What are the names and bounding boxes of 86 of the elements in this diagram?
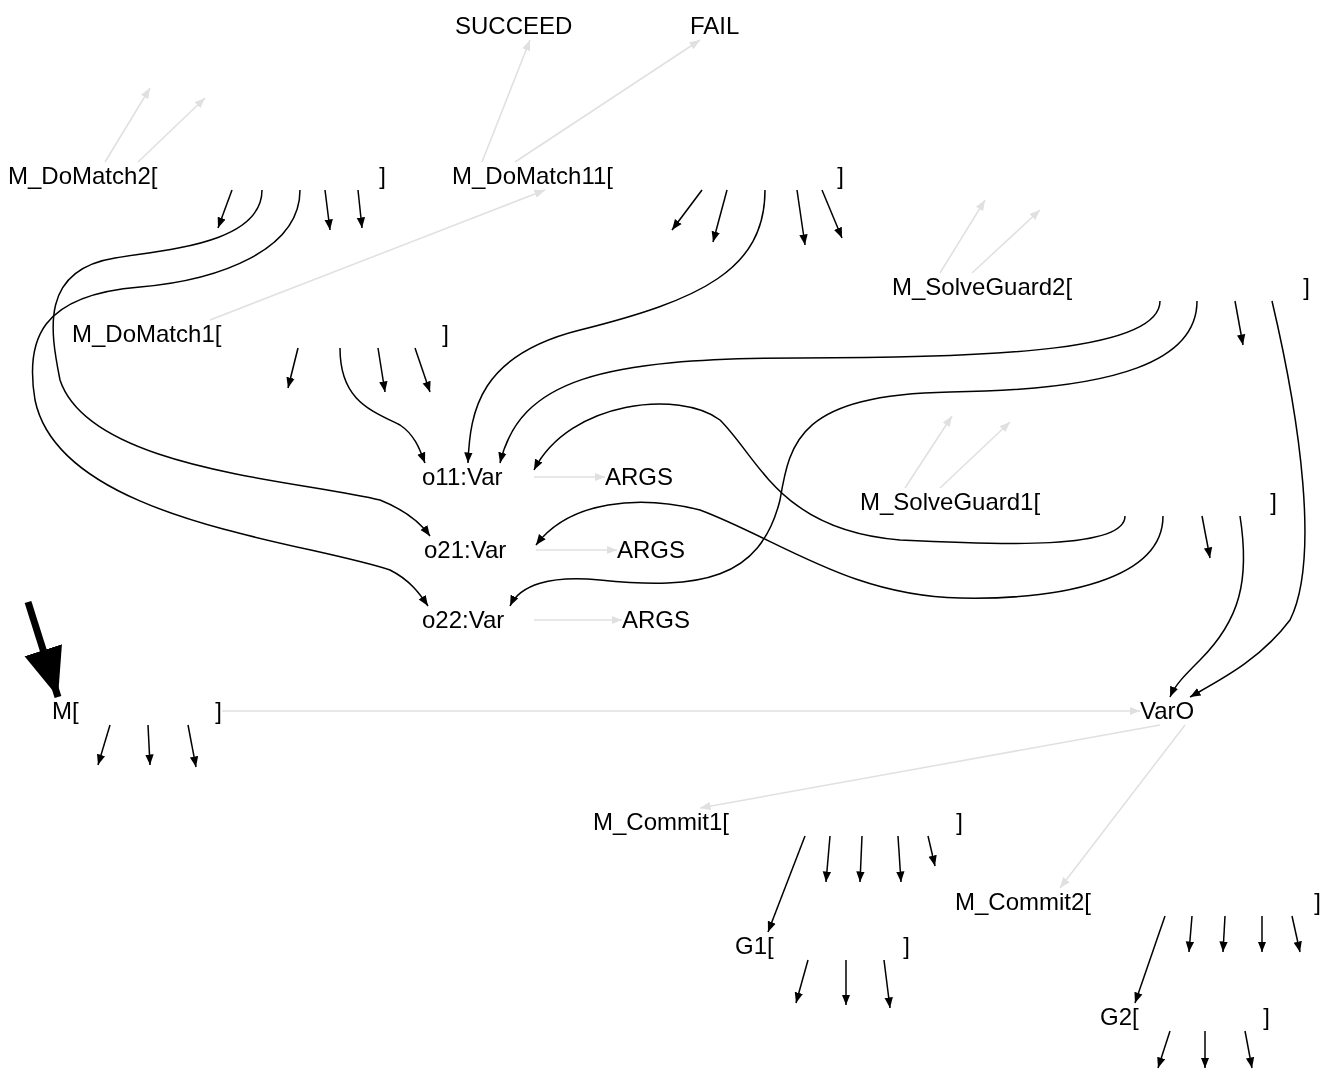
arrow	[187, 724, 199, 768]
closing-bracket: ]	[903, 932, 910, 960]
closing-bracket: ]	[956, 808, 963, 836]
closing-bracket: ]	[1270, 488, 1277, 516]
closing-bracket: ]	[1263, 1003, 1270, 1031]
arrow	[794, 959, 809, 1004]
arrow	[896, 835, 905, 883]
record-name: M_SolveGuard1[	[860, 488, 1041, 516]
arrow	[1185, 915, 1195, 953]
arrow	[137, 97, 206, 163]
arrow	[286, 347, 299, 389]
arrow	[533, 403, 1126, 545]
arrow	[1291, 915, 1302, 953]
arrow	[209, 189, 546, 321]
arrow	[221, 706, 1141, 716]
arrow	[533, 615, 623, 625]
arrow	[796, 189, 808, 246]
record-name: M_DoMatch2[	[8, 162, 158, 190]
arrow	[533, 472, 606, 482]
closing-bracket: ]	[837, 162, 844, 190]
arrow	[514, 39, 701, 163]
arrow	[31, 189, 429, 607]
arrow	[927, 835, 937, 867]
arrow	[145, 724, 154, 766]
arrow	[883, 959, 893, 1009]
node-label: VarO	[1140, 697, 1212, 725]
arrow	[1169, 515, 1245, 698]
closing-bracket: ]	[379, 162, 386, 190]
arrow	[767, 835, 806, 933]
arrow	[1257, 915, 1267, 953]
node-label: FAIL	[690, 12, 756, 40]
node-label: o11:Var	[422, 463, 534, 491]
arrow	[24, 600, 62, 699]
record-name: M_DoMatch11[	[452, 162, 613, 190]
record-name: G2[	[1100, 1003, 1139, 1031]
closing-bracket: ]	[1314, 888, 1321, 916]
arrow	[1244, 1030, 1255, 1069]
arrow	[509, 300, 1198, 607]
node-label: ARGS	[617, 536, 709, 564]
arrow	[356, 189, 366, 229]
arrow	[1219, 915, 1228, 953]
arrow	[535, 545, 618, 555]
arrow	[711, 189, 728, 243]
arrow	[1059, 724, 1186, 889]
arrow	[856, 835, 865, 883]
arrow	[821, 189, 843, 239]
node-label: ARGS	[605, 463, 712, 491]
arrow	[939, 421, 1011, 489]
arrow	[822, 835, 832, 883]
closing-bracket: ]	[1303, 273, 1310, 301]
closing-bracket: ]	[442, 320, 449, 348]
arrow	[339, 347, 426, 464]
arrow	[324, 189, 333, 231]
arrow	[481, 39, 531, 163]
node-label: o22:Var	[422, 606, 534, 634]
arrow	[841, 959, 851, 1006]
arrow	[1234, 300, 1246, 346]
arrow	[535, 501, 1164, 599]
record-name: M_Commit1[	[593, 808, 730, 836]
node-label: o21:Var	[424, 536, 536, 564]
arrow	[671, 189, 703, 231]
arrow	[904, 415, 953, 489]
record-name: M_Commit2[	[955, 888, 1092, 916]
arrow	[377, 347, 388, 393]
arrow	[971, 209, 1041, 274]
arrow	[1134, 915, 1166, 1004]
arrow	[499, 300, 1161, 464]
node-label: SUCCEED	[455, 12, 613, 40]
arrow	[52, 189, 431, 537]
arrow	[104, 87, 151, 163]
arrow	[414, 347, 431, 393]
node-label: ARGS	[622, 606, 714, 634]
arrow	[97, 724, 111, 766]
arrow	[1157, 1030, 1171, 1069]
arrow	[464, 189, 766, 464]
record-name: M[	[52, 697, 79, 725]
closing-bracket: ]	[215, 697, 222, 725]
record-name: M_SolveGuard2[	[892, 273, 1073, 301]
arrow	[217, 189, 233, 229]
record-name: M_DoMatch1[	[72, 320, 222, 348]
record-name: G1[	[735, 932, 774, 960]
arrow	[1201, 515, 1213, 559]
arrow	[699, 724, 1161, 811]
arrow	[939, 199, 986, 274]
arrow	[1200, 1030, 1210, 1069]
arrow	[1189, 300, 1306, 698]
